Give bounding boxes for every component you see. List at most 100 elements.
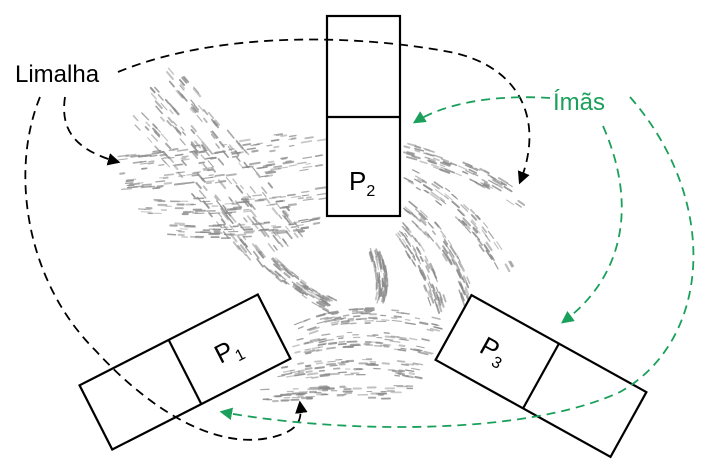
iron-filing bbox=[232, 178, 238, 185]
iron-filing bbox=[350, 322, 357, 325]
iron-filing bbox=[347, 317, 355, 321]
iron-filing bbox=[158, 163, 165, 167]
iron-filing bbox=[210, 130, 218, 140]
iron-filing bbox=[251, 222, 262, 226]
iron-filing bbox=[419, 160, 428, 165]
iron-filing bbox=[414, 147, 425, 152]
iron-filing bbox=[202, 167, 211, 170]
iron-filing bbox=[427, 282, 432, 291]
iron-filing bbox=[427, 221, 434, 229]
iron-filing bbox=[399, 338, 407, 341]
iron-filing bbox=[321, 300, 331, 307]
iron-filing bbox=[407, 142, 417, 147]
iron-filing bbox=[152, 127, 161, 137]
iron-filing bbox=[457, 268, 464, 280]
iron-filing bbox=[260, 250, 266, 258]
iron-filing bbox=[275, 276, 283, 283]
iron-filing bbox=[119, 172, 126, 175]
iron-filing bbox=[181, 155, 189, 158]
iron-filing bbox=[273, 133, 283, 136]
iron-filing bbox=[270, 138, 280, 142]
iron-filing bbox=[202, 185, 208, 191]
iron-filing bbox=[456, 269, 462, 279]
iron-filing bbox=[182, 131, 186, 136]
iron-filing bbox=[207, 111, 215, 120]
iron-filing bbox=[293, 232, 299, 239]
iron-filing bbox=[469, 178, 478, 184]
iron-filing bbox=[465, 282, 470, 289]
iron-filing bbox=[397, 348, 407, 352]
iron-filing bbox=[264, 229, 275, 231]
iron-filing bbox=[194, 140, 202, 149]
iron-filing bbox=[273, 244, 278, 251]
iron-filing bbox=[381, 292, 385, 303]
iron-filing bbox=[337, 342, 347, 346]
iron-filing bbox=[312, 221, 321, 225]
iron-filing bbox=[417, 178, 424, 183]
iron-filing bbox=[420, 212, 428, 221]
iron-filing bbox=[186, 173, 198, 176]
iron-filing bbox=[319, 313, 326, 317]
iron-filing bbox=[409, 337, 418, 341]
iron-filing bbox=[500, 181, 508, 186]
iron-filing bbox=[194, 104, 200, 111]
iron-filing bbox=[411, 234, 417, 243]
iron-filing bbox=[163, 181, 173, 185]
iron-filing bbox=[403, 177, 414, 183]
iron-filing bbox=[125, 179, 135, 183]
iron-filing bbox=[267, 160, 275, 164]
iron-filing bbox=[376, 263, 379, 270]
iron-filing bbox=[157, 94, 164, 101]
iron-filing bbox=[382, 292, 387, 304]
iron-filing bbox=[428, 263, 433, 271]
iron-filing bbox=[163, 173, 175, 177]
iron-filing bbox=[190, 129, 195, 135]
iron-filing bbox=[132, 115, 139, 122]
iron-filing bbox=[318, 305, 330, 312]
iron-filing bbox=[404, 238, 412, 247]
iron-filing bbox=[203, 168, 210, 171]
magnets-arrow-p2 bbox=[412, 96, 551, 124]
iron-filing bbox=[179, 84, 185, 91]
iron-filing bbox=[506, 182, 513, 188]
iron-filing bbox=[150, 92, 157, 100]
iron-filing bbox=[462, 217, 471, 227]
iron-filing bbox=[415, 253, 421, 262]
iron-filing bbox=[172, 121, 178, 127]
iron-filing bbox=[487, 230, 495, 239]
iron-filing bbox=[276, 232, 281, 239]
iron-filing bbox=[449, 245, 457, 255]
iron-filing bbox=[171, 107, 180, 116]
iron-filing bbox=[244, 149, 250, 156]
iron-filing bbox=[155, 180, 166, 183]
iron-filing bbox=[190, 103, 199, 113]
iron-filing bbox=[428, 281, 433, 289]
iron-filing bbox=[245, 254, 251, 261]
iron-filing bbox=[405, 244, 413, 255]
iron-filing bbox=[220, 207, 228, 217]
iron-filing bbox=[490, 253, 494, 260]
iron-filing bbox=[464, 226, 472, 234]
iron-filing bbox=[463, 204, 470, 210]
iron-filing bbox=[241, 147, 247, 154]
iron-filing bbox=[266, 144, 273, 147]
magnet-p2: P2 bbox=[325, 14, 402, 218]
iron-filing bbox=[126, 186, 139, 189]
iron-filing bbox=[401, 363, 410, 367]
iron-filing bbox=[429, 327, 441, 332]
iron-filing bbox=[404, 228, 413, 238]
iron-filing bbox=[440, 230, 447, 238]
iron-filing bbox=[291, 271, 300, 278]
iron-filing bbox=[419, 209, 428, 218]
iron-filing bbox=[281, 279, 288, 285]
iron-filing bbox=[331, 312, 338, 315]
iron-filing bbox=[168, 102, 177, 112]
iron-filing bbox=[299, 168, 309, 172]
iron-filing bbox=[229, 214, 237, 223]
iron-filing bbox=[415, 186, 421, 191]
iron-filing bbox=[420, 228, 427, 236]
iron-filing bbox=[281, 365, 289, 369]
iron-filing bbox=[375, 248, 379, 255]
iron-filing bbox=[300, 140, 313, 144]
